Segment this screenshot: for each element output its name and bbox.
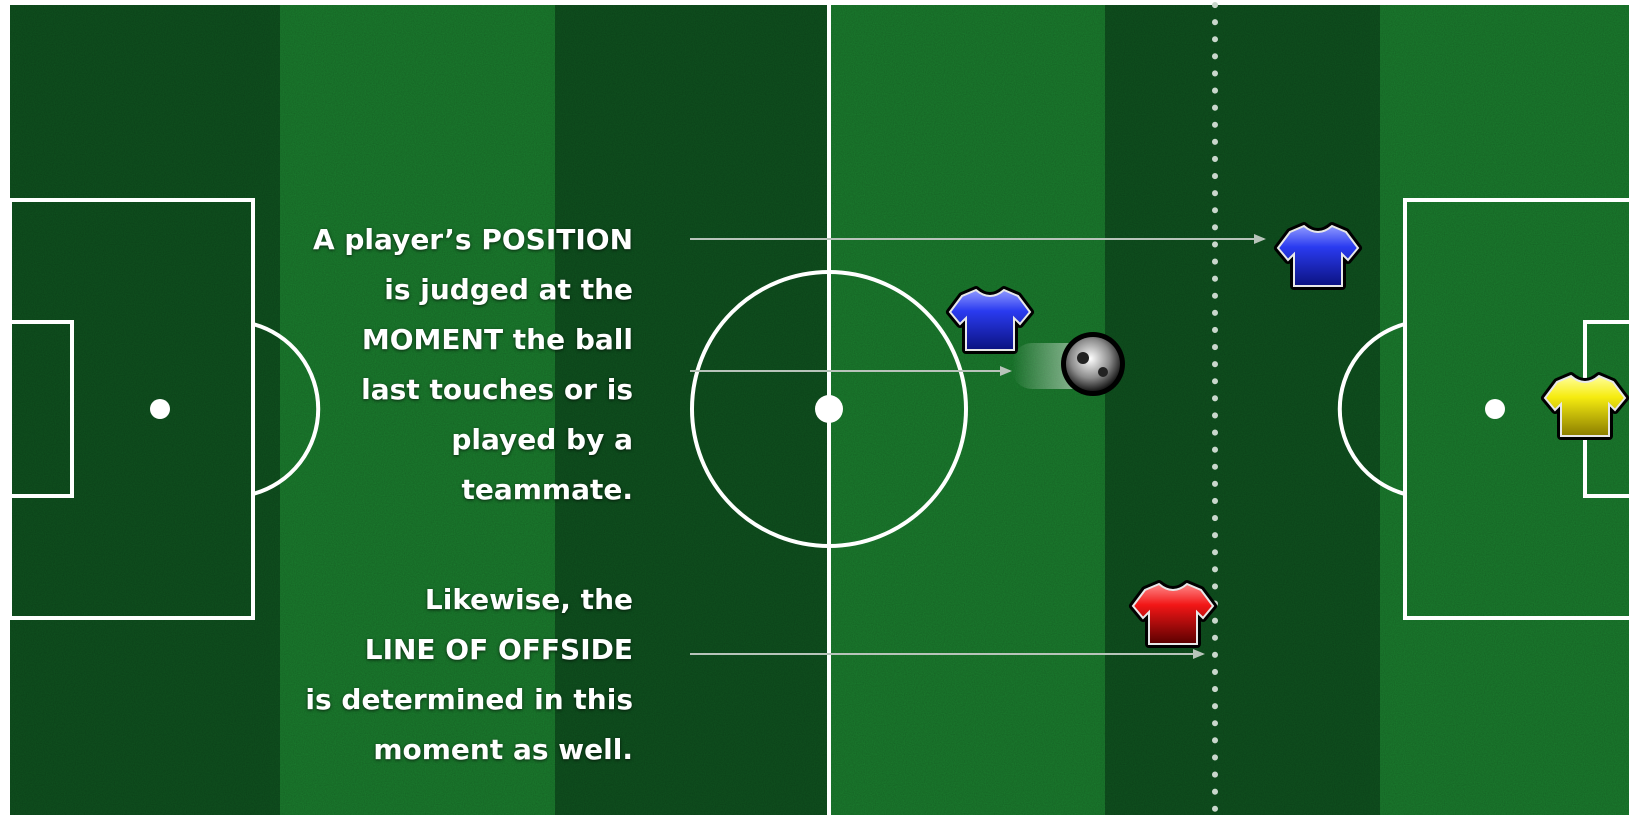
position-caption-line: is judged at the [213,265,633,315]
player-blue-passer [950,290,1030,350]
player-blue-advanced [1278,226,1358,286]
right-penalty-spot [1485,399,1505,419]
offside-caption-line: Likewise, the [213,575,633,625]
center-spot [815,395,843,423]
position-caption-line: last touches or is [213,365,633,415]
offside-caption-line: moment as well. [213,725,633,775]
offside-caption: Likewise, the LINE OF OFFSIDE is determi… [213,575,633,775]
position-caption-line: A player’s POSITION [213,215,633,265]
position-caption: A player’s POSITION is judged at the MOM… [213,215,633,515]
player-yellow-goalkeeper [1545,376,1625,436]
offside-caption-line: is determined in this [213,675,633,725]
player-red-defender [1133,584,1213,644]
offside-caption-line: LINE OF OFFSIDE [213,625,633,675]
left-penalty-spot [150,399,170,419]
position-caption-line: teammate. [213,465,633,515]
position-caption-line: played by a [213,415,633,465]
position-caption-line: MOMENT the ball [213,315,633,365]
